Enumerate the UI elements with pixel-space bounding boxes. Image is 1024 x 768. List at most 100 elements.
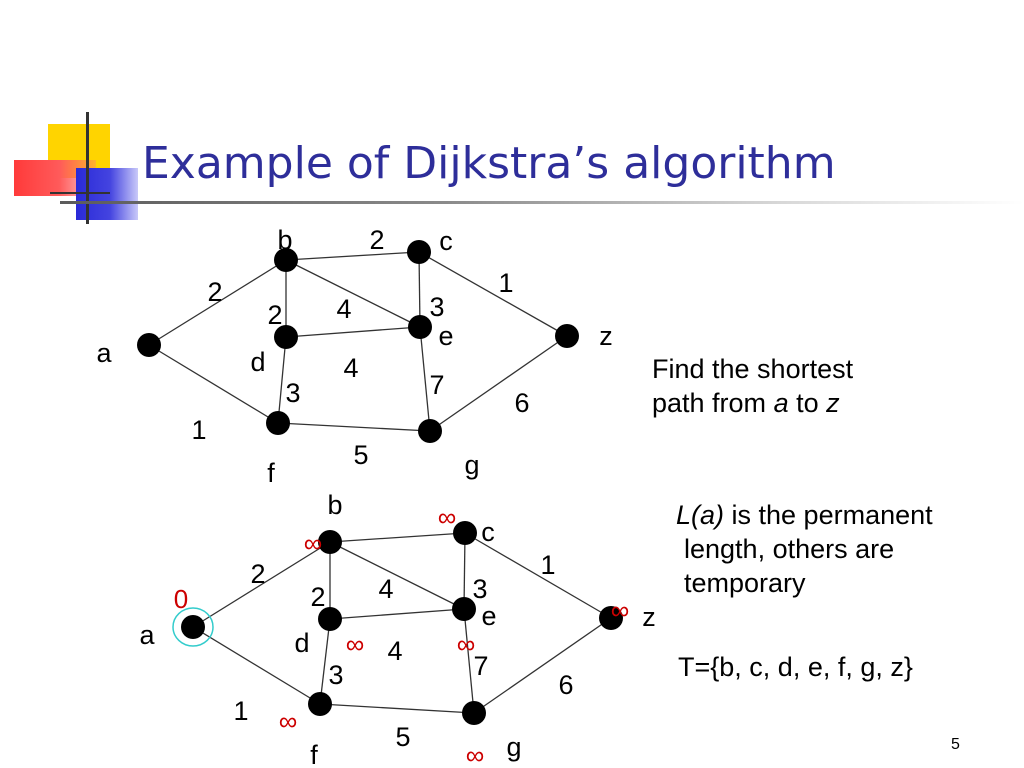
bottom-distance-label-a: 0: [174, 584, 188, 614]
top-node-f: [266, 411, 290, 435]
bottom-node-b: [318, 530, 342, 554]
top-node-name-f: f: [267, 458, 275, 488]
top-edge-b-e: [285, 259, 421, 328]
bottom-node-name-d: d: [294, 628, 309, 658]
bottom-node-a: [181, 615, 205, 639]
bottom-edge-c-e: [463, 532, 466, 610]
bottom-distance-label-f: ∞: [279, 706, 298, 736]
top-node-name-b: b: [277, 225, 292, 255]
bottom-edge-c-z: [464, 532, 612, 619]
bottom-edge-d-f: [319, 618, 331, 705]
bottom-node-name-b: b: [327, 490, 342, 520]
bottom-node-name-e: e: [481, 601, 496, 631]
top-node-name-e: e: [438, 321, 453, 351]
top-edge-weight-a-f: 1: [191, 415, 206, 445]
bottom-edge-weight-b-e: 4: [378, 574, 393, 604]
permanent-note: L(a) is the permanent length, others are…: [676, 498, 933, 600]
top-node-name-c: c: [439, 226, 453, 256]
problem-prefix: path from: [652, 388, 774, 418]
note-la: L(a): [676, 500, 725, 530]
bottom-distance-label-e: ∞: [457, 629, 476, 659]
bottom-node-c: [453, 521, 477, 545]
temporary-set: T={b, c, d, e, f, g, z}: [678, 652, 913, 682]
bottom-node-name-z: z: [642, 602, 656, 632]
bottom-edge-weight-f-g: 5: [395, 722, 410, 752]
top-node-name-g: g: [464, 450, 479, 480]
bottom-distance-label-d: ∞: [346, 629, 365, 659]
problem-target: z: [826, 388, 840, 418]
top-edge-weight-d-f: 3: [285, 378, 300, 408]
title-rule: [60, 201, 1024, 204]
bottom-node-g: [462, 701, 486, 725]
bottom-edge-g-z: [473, 617, 612, 714]
bottom-edge-b-c: [329, 532, 466, 543]
top-node-a: [137, 333, 161, 357]
bottom-edge-weight-c-e: 3: [472, 574, 487, 604]
bottom-edge-f-g: [319, 703, 475, 714]
bottom-node-name-f: f: [310, 740, 318, 768]
top-edge-weight-a-b: 2: [207, 277, 222, 307]
top-edge-b-c: [285, 251, 420, 261]
bottom-edge-e-g: [463, 608, 475, 714]
top-node-d: [274, 325, 298, 349]
note-line-2: length, others are: [684, 534, 895, 564]
problem-line-1: Find the shortest: [652, 354, 854, 384]
bottom-edge-a-b: [192, 541, 331, 628]
top-node-name-d: d: [250, 347, 265, 377]
top-edge-c-z: [418, 251, 568, 337]
top-node-g: [418, 419, 442, 443]
bottom-node-d: [318, 607, 342, 631]
top-edge-a-f: [148, 344, 279, 424]
bottom-edge-weight-c-z: 1: [540, 550, 555, 580]
top-node-z: [555, 324, 579, 348]
bottom-edge-weight-e-g: 7: [473, 651, 488, 681]
top-node-name-z: z: [599, 321, 613, 351]
top-node-b: [274, 248, 298, 272]
top-edge-e-g: [419, 326, 431, 432]
top-edge-f-g: [277, 422, 431, 432]
bottom-edge-weight-d-e: 4: [387, 636, 402, 666]
bottom-edge-weight-b-d: 2: [310, 582, 325, 612]
bottom-node-name-c: c: [481, 517, 495, 547]
top-edge-weight-c-e: 3: [429, 292, 444, 322]
problem-line-2: path from a to z: [652, 386, 853, 420]
top-node-name-a: a: [96, 338, 112, 368]
bottom-edge-weight-a-f: 1: [233, 696, 248, 726]
slide-title: Example of Dijkstra’s algorithm: [142, 138, 836, 189]
top-node-c: [407, 240, 431, 264]
bottom-node-name-g: g: [506, 732, 521, 762]
problem-source: a: [773, 388, 789, 418]
bottom-edge-weight-a-b: 2: [250, 559, 265, 589]
bottom-edge-weight-g-z: 6: [558, 670, 573, 700]
top-edge-weight-b-e: 4: [336, 294, 351, 324]
top-edge-weight-e-g: 7: [429, 370, 444, 400]
title-ornament-hline: [50, 192, 110, 194]
bottom-node-e: [452, 597, 476, 621]
top-edge-c-e: [418, 251, 421, 328]
bottom-distance-label-c: ∞: [438, 502, 457, 532]
bottom-source-highlight-ring: [172, 607, 214, 647]
bottom-distance-label-z: ∞: [611, 595, 630, 625]
bottom-node-f: [308, 692, 332, 716]
top-node-e: [408, 315, 432, 339]
bottom-node-z: [599, 606, 623, 630]
top-edge-weight-c-z: 1: [498, 268, 513, 298]
note-line-1-rest: is the permanent: [724, 500, 933, 530]
bottom-edge-a-f: [192, 626, 321, 705]
top-edge-g-z: [429, 335, 568, 432]
problem-mid: to: [788, 388, 827, 418]
bottom-distance-label-b: ∞: [304, 528, 323, 558]
bottom-edge-b-e: [329, 541, 465, 610]
bottom-node-name-a: a: [139, 620, 155, 650]
top-edge-weight-d-e: 4: [343, 353, 358, 383]
top-edge-weight-b-c: 2: [369, 225, 384, 255]
note-line-3: temporary: [684, 568, 806, 598]
bottom-edge-d-e: [329, 608, 465, 620]
top-edge-weight-g-z: 6: [514, 388, 529, 418]
top-edge-d-f: [277, 336, 287, 424]
bottom-distance-label-g: ∞: [466, 740, 485, 768]
top-edge-a-b: [148, 259, 287, 346]
top-edge-d-e: [285, 326, 421, 338]
top-edge-weight-b-d: 2: [267, 300, 282, 330]
